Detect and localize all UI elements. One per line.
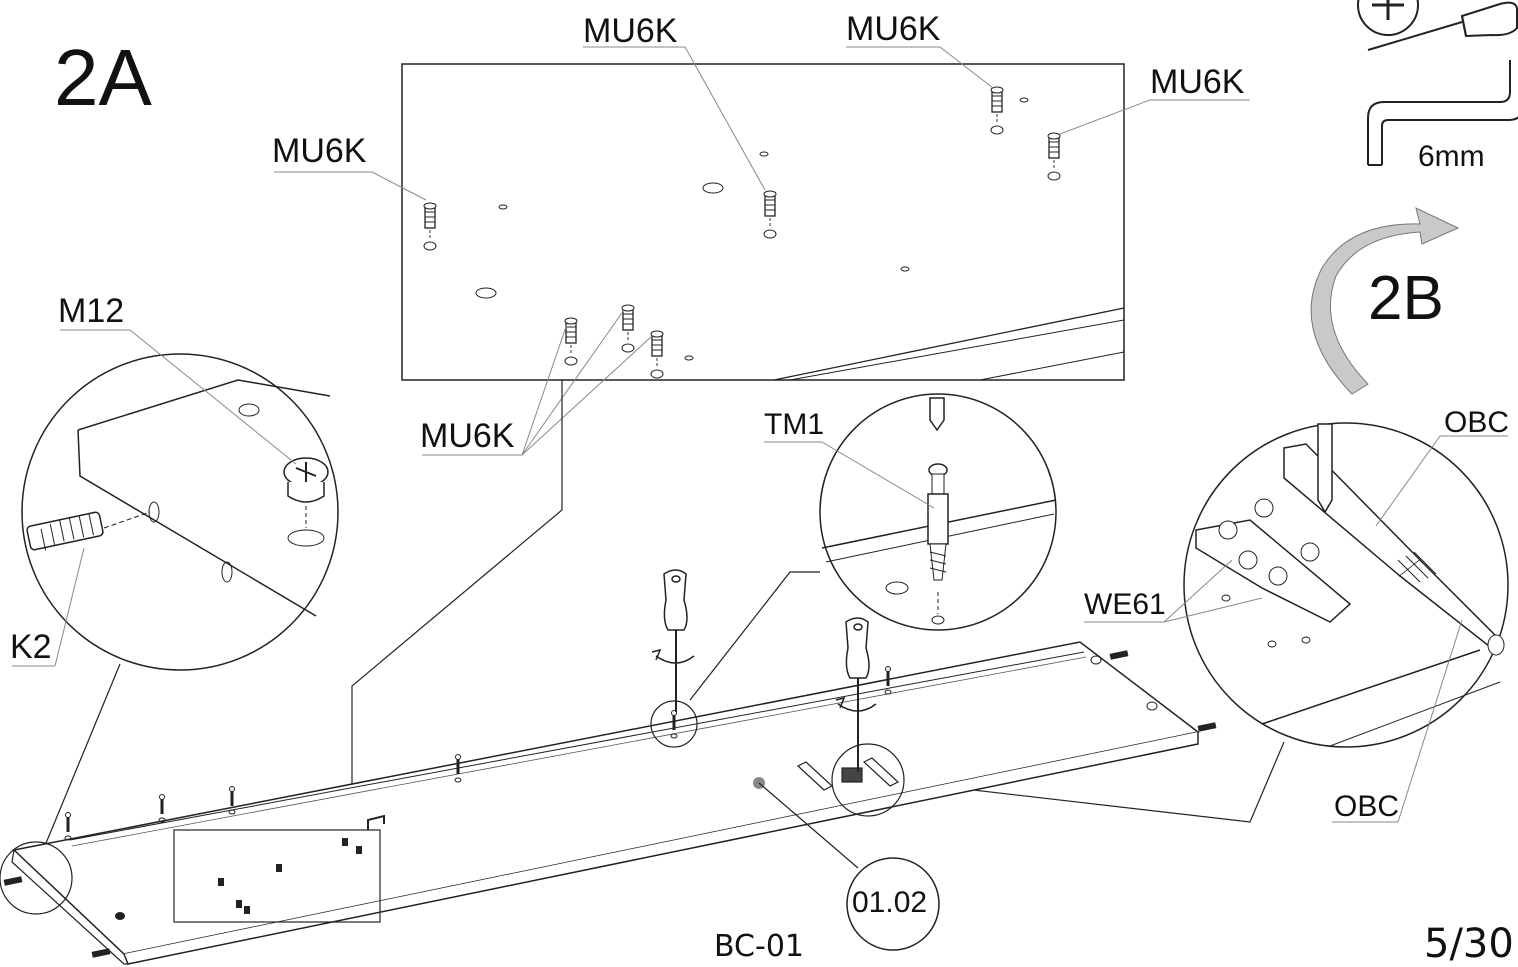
screw-insert-icon bbox=[423, 202, 437, 251]
part-label-we61: WE61 bbox=[1084, 588, 1166, 621]
detail-circle-cam bbox=[12, 329, 339, 849]
model-code: BC-01 bbox=[714, 929, 804, 964]
part-label-mu6k: MU6K bbox=[1150, 63, 1245, 101]
part-label-m12: M12 bbox=[58, 292, 125, 330]
dowel-icon bbox=[26, 511, 104, 551]
screw-insert-icon bbox=[763, 190, 777, 239]
screw-insert-icon bbox=[1047, 132, 1061, 181]
screwdriver-icon bbox=[835, 617, 877, 772]
step-number-next: 2B bbox=[1368, 264, 1444, 333]
screw-insert-icon bbox=[621, 304, 635, 353]
part-label-tm1: TM1 bbox=[764, 408, 824, 441]
rotate-arrow-icon bbox=[1310, 207, 1460, 395]
screw-insert-icon bbox=[990, 86, 1004, 135]
part-label-k2: K2 bbox=[10, 628, 52, 666]
part-label-mu6k: MU6K bbox=[420, 417, 515, 455]
detail-panel-inserts bbox=[401, 63, 1125, 381]
reference-callout bbox=[758, 782, 940, 951]
allen-key-icon bbox=[1367, 60, 1518, 166]
detail-circle-pin bbox=[689, 393, 1057, 701]
pin-icon bbox=[227, 785, 237, 816]
allen-key-size-label: 6mm bbox=[1418, 140, 1485, 173]
pin-icon bbox=[63, 811, 73, 842]
phillips-screwdriver-icon bbox=[1357, 0, 1518, 51]
reference-number: 01.02 bbox=[852, 886, 928, 919]
step-number-current: 2A bbox=[54, 33, 152, 122]
part-label-obc: OBC bbox=[1334, 790, 1400, 823]
detail-circle-hinge bbox=[903, 422, 1509, 823]
part-label-mu6k: MU6K bbox=[272, 132, 367, 170]
main-panel bbox=[0, 641, 1217, 965]
screwdriver-icon bbox=[651, 569, 695, 712]
part-label-obc: OBC bbox=[1444, 406, 1510, 439]
leader-lines-mu6k bbox=[274, 46, 1250, 456]
page-number: 5/30 bbox=[1424, 921, 1514, 967]
pin-icon bbox=[157, 793, 167, 824]
cam-lock-icon bbox=[283, 457, 329, 547]
screw-insert-icon bbox=[650, 330, 664, 379]
part-label-mu6k: MU6K bbox=[583, 12, 678, 50]
detail-connector bbox=[351, 380, 563, 830]
part-label-mu6k: MU6K bbox=[846, 10, 941, 48]
